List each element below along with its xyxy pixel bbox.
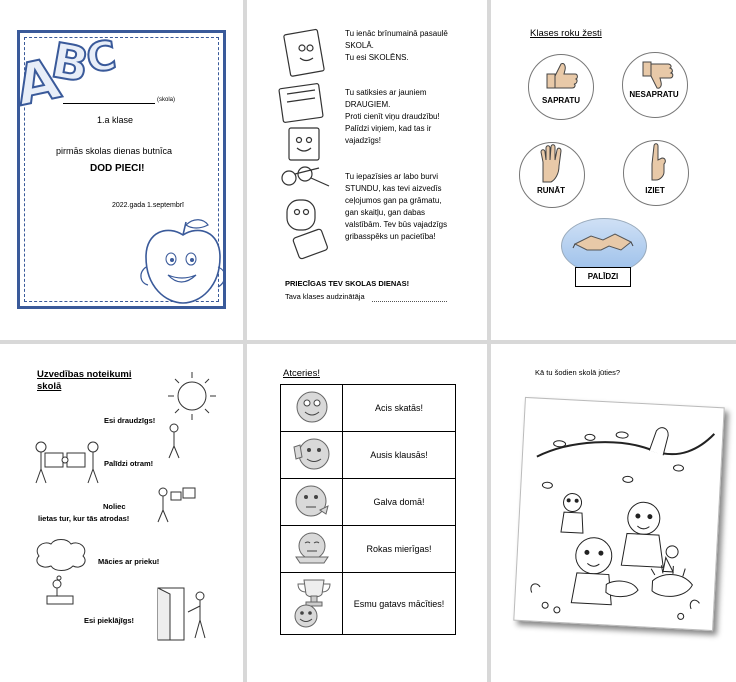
gesture-help-label: PALĪDZI	[575, 267, 631, 287]
friends-line-1: Tu satiksies ar jauniem	[345, 88, 427, 97]
friends-line-4: Palīdzi viņiem, kad tas ir	[345, 124, 432, 133]
thumbs-down-icon	[642, 61, 674, 89]
friends-line-5: vajadzīgs!	[345, 136, 382, 145]
gesture-leave-label: IZIET	[645, 186, 665, 195]
teacher-signature-line	[372, 301, 447, 302]
tidy-figure-illustration	[157, 487, 196, 523]
cover-title: DOD PIECI!	[90, 163, 145, 174]
cover-date: 2022.gada 1.septembrī	[112, 202, 184, 209]
rules-title-line-1: Uzvedības noteikumi	[37, 369, 132, 380]
page-welcome: Tu ienāc brīnumainā pasaulē SKOLĀ. Tu es…	[247, 0, 487, 340]
thinking-smiley-icon	[295, 485, 329, 517]
remember-ears: Ausis klausās!	[342, 431, 456, 479]
gesture-speak-label: RUNĀT	[537, 186, 565, 195]
trophy-smiley-icon	[294, 579, 331, 627]
remember-table: Acis skatās! Ausis klausās! Galva domā!	[280, 384, 456, 635]
thumbs-up-icon	[546, 63, 578, 89]
table-row: Ausis klausās!	[280, 431, 456, 479]
lesson-line-2: STUNDU, kas tevi aizvedīs	[345, 184, 442, 193]
apple-mascot-illustration	[140, 219, 226, 304]
rule-be-polite: Esi pieklājīgs!	[84, 616, 135, 625]
rule-put-back-line-1: Noliec	[103, 502, 126, 511]
coloring-picture-frame	[513, 396, 725, 632]
remember-title: Atceries!	[283, 368, 320, 379]
notebook-label: pirmās skolas dienas butnīca	[56, 146, 173, 156]
cover-frame-outer	[17, 30, 226, 309]
handshake-icon	[572, 233, 634, 251]
abc-letters-graphic: A B C	[9, 32, 120, 121]
puzzle-figures-illustration	[35, 441, 99, 484]
page-coloring: Kā tu šodien skolā jūties?	[491, 344, 736, 682]
lesson-line-6: gribasspēks un pacietība!	[345, 232, 436, 241]
page-behavior-rules: Uzvedības noteikumi skolā Esi draudzīgs!…	[0, 344, 243, 682]
gesture-understood-label: SAPRATU	[541, 96, 581, 105]
friends-line-2: DRAUGIEM.	[345, 100, 391, 109]
class-label: 1.a klase	[97, 115, 134, 125]
welcome-line-3: Tu esi SKOLĒNS.	[345, 53, 409, 62]
listening-smiley-icon	[292, 438, 329, 470]
table-row: Galva domā!	[280, 478, 456, 526]
remember-hands: Rokas mierīgas!	[342, 525, 456, 573]
raised-hand-icon	[540, 144, 562, 183]
thinking-figure-illustration	[36, 539, 86, 605]
welcome-line-2: SKOLĀ.	[345, 41, 374, 50]
rule-put-back-line-2: lietas tur, kur tās atrodas!	[38, 514, 130, 523]
welcome-line-1: Tu ienāc brīnumainā pasaulē	[345, 29, 448, 38]
friends-line-3: Proti cienīt viņu draudzību!	[345, 112, 440, 121]
sun-figure-illustration	[168, 372, 216, 459]
remember-head: Galva domā!	[342, 478, 456, 526]
cover-frame-inner	[24, 37, 219, 302]
page-hand-gestures: Klases roku žesti SAPRATU NESAPRATU RUNĀ…	[491, 0, 736, 340]
rule-learn-with-joy: Mācies ar prieku!	[98, 557, 160, 566]
svg-text:B: B	[47, 33, 93, 95]
gestures-title: Klases roku žesti	[530, 28, 602, 39]
remember-ready: Esmu gatavs mācīties!	[342, 572, 456, 635]
page-remember: Atceries! Acis skatās! Ausis klausās!	[247, 344, 487, 682]
hedgehog-coloring-illustration	[530, 427, 716, 620]
lesson-line-4: gan skaitļu, gan dabas	[345, 208, 426, 217]
lesson-line-5: valstībām. Tev būs vajadzīgs	[345, 220, 448, 229]
page-cover: A B C (skola) 1.a klase pirmās skolas di…	[0, 0, 243, 340]
table-row: Esmu gatavs mācīties!	[280, 572, 456, 635]
svg-text:C: C	[84, 33, 119, 83]
pointing-finger-icon	[651, 143, 666, 181]
table-row: Rokas mierīgas!	[280, 525, 456, 573]
teacher-label: Tava klases audzinātāja	[285, 292, 365, 301]
table-row: Acis skatās!	[280, 384, 456, 432]
remember-eyes: Acis skatās!	[342, 384, 456, 432]
school-supplies-illustration	[278, 28, 330, 260]
lesson-line-3: ceļojumos gan pa grāmatu,	[345, 196, 442, 205]
calm-hands-smiley-icon	[294, 532, 329, 564]
name-line-label: (skola)	[157, 97, 176, 103]
rule-friendly: Esi draudzīgs!	[104, 416, 156, 425]
door-figure-illustration	[157, 587, 206, 641]
gesture-not-understood-label: NESAPRATU	[629, 90, 679, 99]
rules-title-line-2: skolā	[37, 381, 62, 392]
rule-help-other: Palīdzi otram!	[104, 459, 154, 468]
name-line	[63, 103, 155, 104]
greeting: PRIECĪGAS TEV SKOLAS DIENAS!	[285, 279, 410, 288]
coloring-question: Kā tu šodien skolā jūties?	[535, 368, 621, 377]
watching-smiley-icon	[296, 391, 327, 423]
lesson-line-1: Tu iepazīsies ar labo burvi	[345, 172, 439, 181]
